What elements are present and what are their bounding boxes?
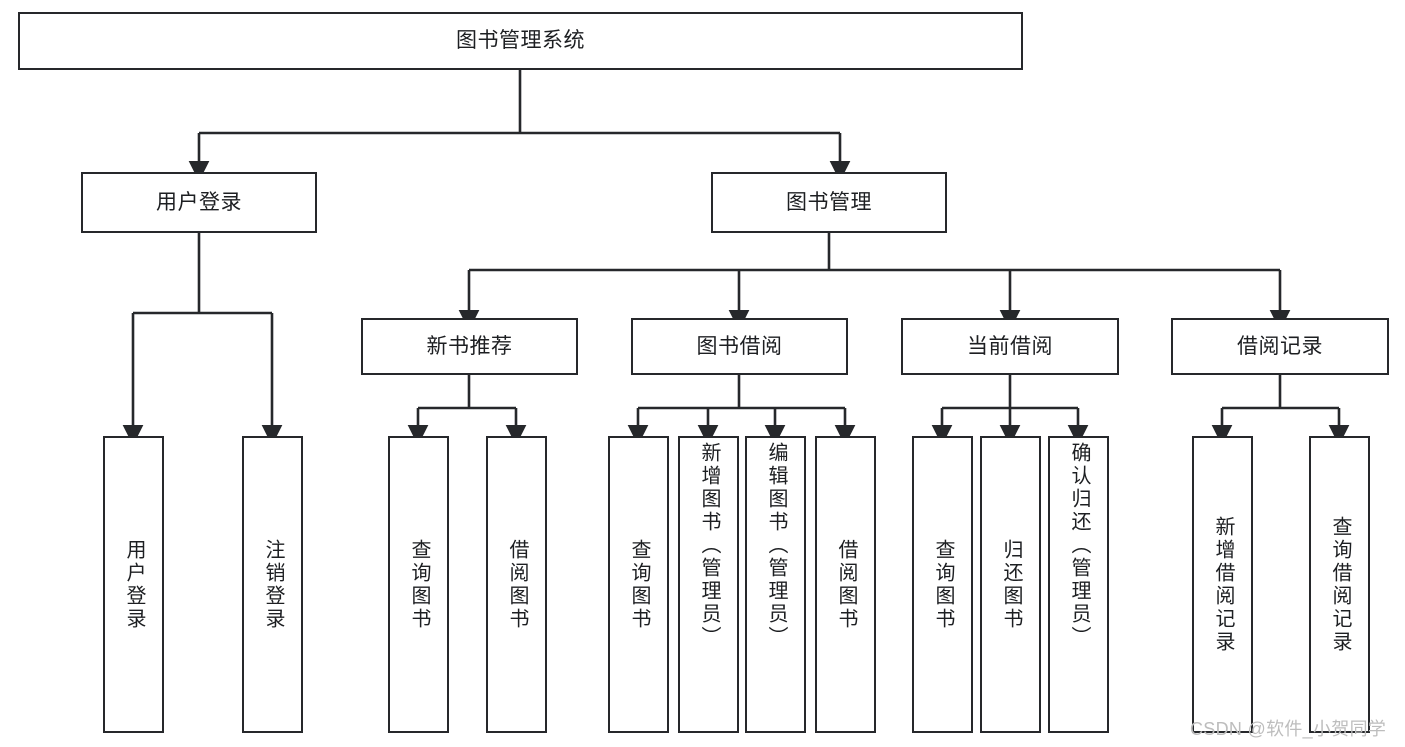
- node-leaf-current-borrow-confirm-label: 确认归还（管理员）: [1068, 442, 1090, 649]
- node-leaf-book-borrow-edit-label: 编辑图书（管理员）: [765, 442, 787, 649]
- node-book-borrow[interactable]: 图书借阅: [631, 318, 848, 375]
- node-leaf-borrow-record-query[interactable]: 查询借阅记录: [1309, 436, 1370, 733]
- node-leaf-book-borrow-query[interactable]: 查询图书: [608, 436, 669, 733]
- node-leaf-borrow-record-add[interactable]: 新增借阅记录: [1192, 436, 1253, 733]
- node-leaf-current-borrow-return[interactable]: 归还图书: [980, 436, 1041, 733]
- csdn-watermark: CSDN @软件_小贺同学: [1190, 719, 1387, 739]
- node-leaf-current-borrow-return-label: 归还图书: [1000, 538, 1022, 631]
- node-leaf-user-login-signin[interactable]: 用户登录: [103, 436, 164, 733]
- node-leaf-current-borrow-query-label: 查询图书: [932, 538, 954, 631]
- node-leaf-new-book-borrow-label: 借阅图书: [506, 538, 528, 631]
- node-leaf-book-borrow-query-label: 查询图书: [628, 538, 650, 631]
- node-leaf-borrow-record-query-label: 查询借阅记录: [1329, 515, 1351, 654]
- node-book-management[interactable]: 图书管理: [711, 172, 947, 233]
- node-leaf-book-borrow-edit[interactable]: 编辑图书（管理员）: [745, 436, 806, 733]
- node-leaf-new-book-borrow[interactable]: 借阅图书: [486, 436, 547, 733]
- node-leaf-book-borrow-lend-label: 借阅图书: [835, 538, 857, 631]
- node-new-book-recommend-label: 新书推荐: [426, 334, 513, 358]
- node-leaf-book-borrow-lend[interactable]: 借阅图书: [815, 436, 876, 733]
- node-current-borrow[interactable]: 当前借阅: [901, 318, 1119, 375]
- node-leaf-user-login-signout-label: 注销登录: [262, 538, 284, 631]
- node-leaf-new-book-query[interactable]: 查询图书: [388, 436, 449, 733]
- node-current-borrow-label: 当前借阅: [967, 334, 1053, 358]
- node-root-system-label: 图书管理系统: [456, 29, 585, 53]
- node-user-login[interactable]: 用户登录: [81, 172, 317, 233]
- node-new-book-recommend[interactable]: 新书推荐: [361, 318, 578, 375]
- node-leaf-user-login-signout[interactable]: 注销登录: [242, 436, 303, 733]
- node-leaf-borrow-record-add-label: 新增借阅记录: [1212, 515, 1234, 654]
- node-leaf-new-book-query-label: 查询图书: [408, 538, 430, 631]
- node-leaf-current-borrow-query[interactable]: 查询图书: [912, 436, 973, 733]
- node-leaf-book-borrow-add[interactable]: 新增图书（管理员）: [678, 436, 739, 733]
- node-user-login-label: 用户登录: [156, 190, 242, 214]
- node-leaf-current-borrow-confirm[interactable]: 确认归还（管理员）: [1048, 436, 1109, 733]
- node-book-management-label: 图书管理: [786, 190, 872, 214]
- node-leaf-book-borrow-add-label: 新增图书（管理员）: [698, 442, 720, 649]
- node-leaf-user-login-signin-label: 用户登录: [123, 538, 145, 631]
- node-book-borrow-label: 图书借阅: [696, 334, 783, 358]
- node-borrow-record[interactable]: 借阅记录: [1171, 318, 1389, 375]
- node-borrow-record-label: 借阅记录: [1237, 334, 1323, 358]
- node-root-system[interactable]: 图书管理系统: [18, 12, 1023, 70]
